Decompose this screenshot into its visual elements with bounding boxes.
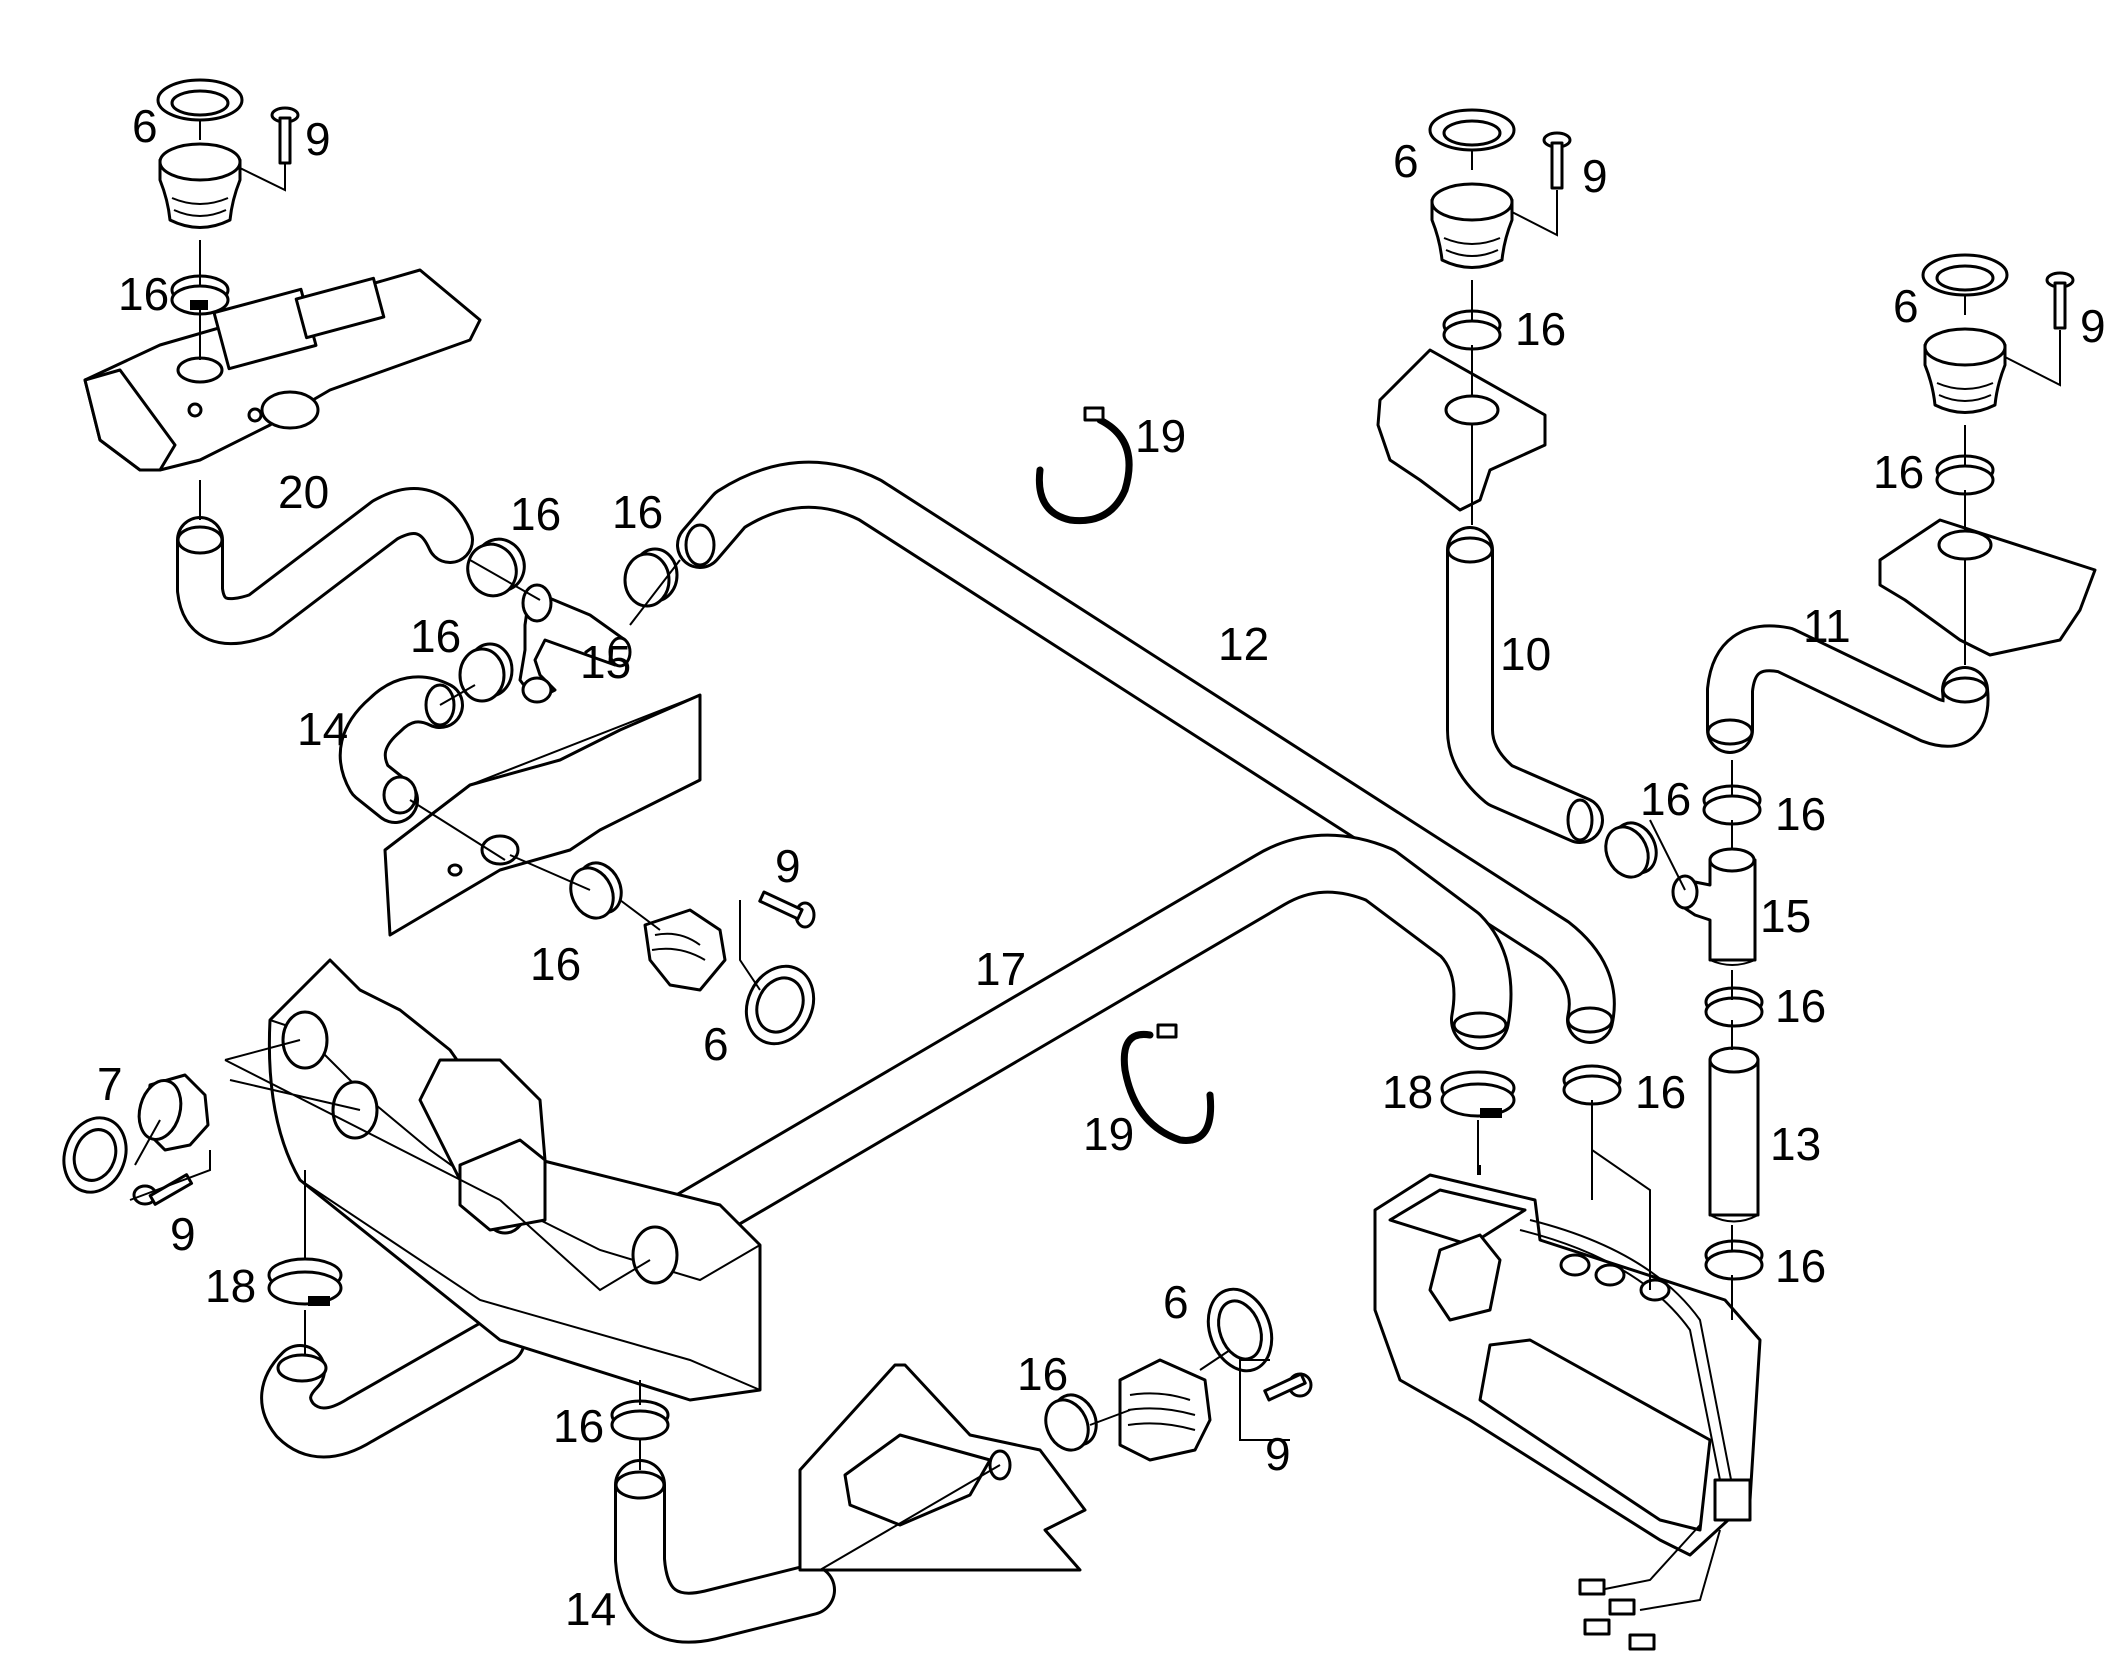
callout-9: 9 [305,113,331,165]
hose-20 [176,487,474,646]
callout-6: 6 [132,100,158,152]
vent-nozzle-lower [1118,1287,1274,1462]
callout-11: 11 [1803,600,1851,652]
callout-6: 6 [1893,280,1919,332]
callout-6: 6 [1163,1276,1189,1328]
callout-6: 6 [703,1018,729,1070]
screw-9 [2045,271,2075,330]
hose-clamp-16 [170,274,230,316]
hose-clamp-18 [1440,1070,1516,1118]
floor-duct [798,1363,1087,1572]
callout-16: 16 [1640,773,1691,825]
callout-10: 10 [1500,628,1551,680]
callout-15: 15 [580,636,631,688]
screw-9 [1263,1372,1313,1402]
callout-14: 14 [297,703,348,755]
hose-clamp-16 [1562,1064,1622,1106]
hose-11 [1706,624,1990,754]
hose-clamp-16 [1704,1239,1764,1281]
callout-16: 16 [1515,303,1566,355]
callout-9: 9 [1265,1428,1291,1480]
callout-18: 18 [205,1260,256,1312]
heater-unit [1373,1100,1762,1651]
hose-clamp-16 [466,537,526,598]
callout-16: 16 [1775,980,1826,1032]
callout-17: 17 [975,943,1026,995]
hose-13 [1708,1046,1760,1223]
callout-16: 16 [1775,788,1826,840]
duct-outlet-11 [1878,518,2097,657]
callout-7: 7 [97,1058,123,1110]
hose-clamp-16 [610,1399,670,1441]
hose-clamp-18 [267,1257,343,1306]
hose-clamp-16 [1044,1393,1098,1452]
vent-7 [62,1073,210,1194]
hose-clamp-16 [1935,454,1995,496]
screw-9 [270,106,300,165]
dashboard-duct [267,958,762,1402]
vent-nozzle-panel [643,908,816,1046]
hose-clamp-16 [458,642,514,703]
vent-nozzle [1428,108,1516,269]
callout-18: 18 [1382,1066,1433,1118]
hose-clamp-16 [1702,784,1762,826]
hose-10 [1446,526,1604,844]
vent-nozzle [1921,253,2009,414]
callout-20: 20 [278,466,329,518]
tee-piece-15-right [1671,847,1757,966]
callout-12: 12 [1218,618,1269,670]
callout-16: 16 [1775,1240,1826,1292]
vent-nozzle [156,78,244,229]
callout-16: 16 [1017,1348,1068,1400]
spring-clip-19-lower [1120,1023,1215,1144]
hose-clamp-16 [1604,821,1658,879]
callout-15: 15 [1760,890,1811,942]
hose-17 [660,833,1513,1250]
hose-lower-left [260,1314,526,1459]
leader-lines [129,120,2061,1571]
callout-9: 9 [1582,150,1608,202]
screw-9 [132,1173,194,1206]
callout-16: 16 [530,938,581,990]
hose-clamp-16 [1442,309,1502,351]
duct-outlet-10 [1376,348,1547,512]
callout-16: 16 [410,610,461,662]
spring-clip-19-upper [1035,406,1133,525]
callout-9: 9 [170,1208,196,1260]
callout-6: 6 [1393,135,1419,187]
callout-16: 16 [1873,446,1924,498]
callout-16: 16 [510,488,561,540]
hose-clamp-16 [623,547,679,608]
hose-12 [676,460,1616,1044]
callout-14: 14 [565,1583,616,1635]
hose-clamp-16 [1704,986,1764,1028]
callout-9: 9 [775,840,801,892]
callout-16: 16 [118,268,169,320]
air-duct-20 [83,268,482,472]
callout-19: 19 [1135,410,1186,462]
callout-19: 19 [1083,1108,1134,1160]
callout-16: 16 [612,486,663,538]
mounting-panel [383,693,702,937]
callout-16: 16 [1635,1066,1686,1118]
callout-9: 9 [2080,300,2106,352]
callout-labels: 6 9 16 20 16 16 16 15 14 19 12 6 9 16 10… [97,100,2106,1635]
screw-9 [1542,131,1572,190]
callout-13: 13 [1770,1118,1821,1170]
callout-16: 16 [553,1400,604,1452]
hose-14-lower [614,1459,836,1644]
hose-clamp-16 [569,861,623,920]
screw-9 [758,890,816,929]
